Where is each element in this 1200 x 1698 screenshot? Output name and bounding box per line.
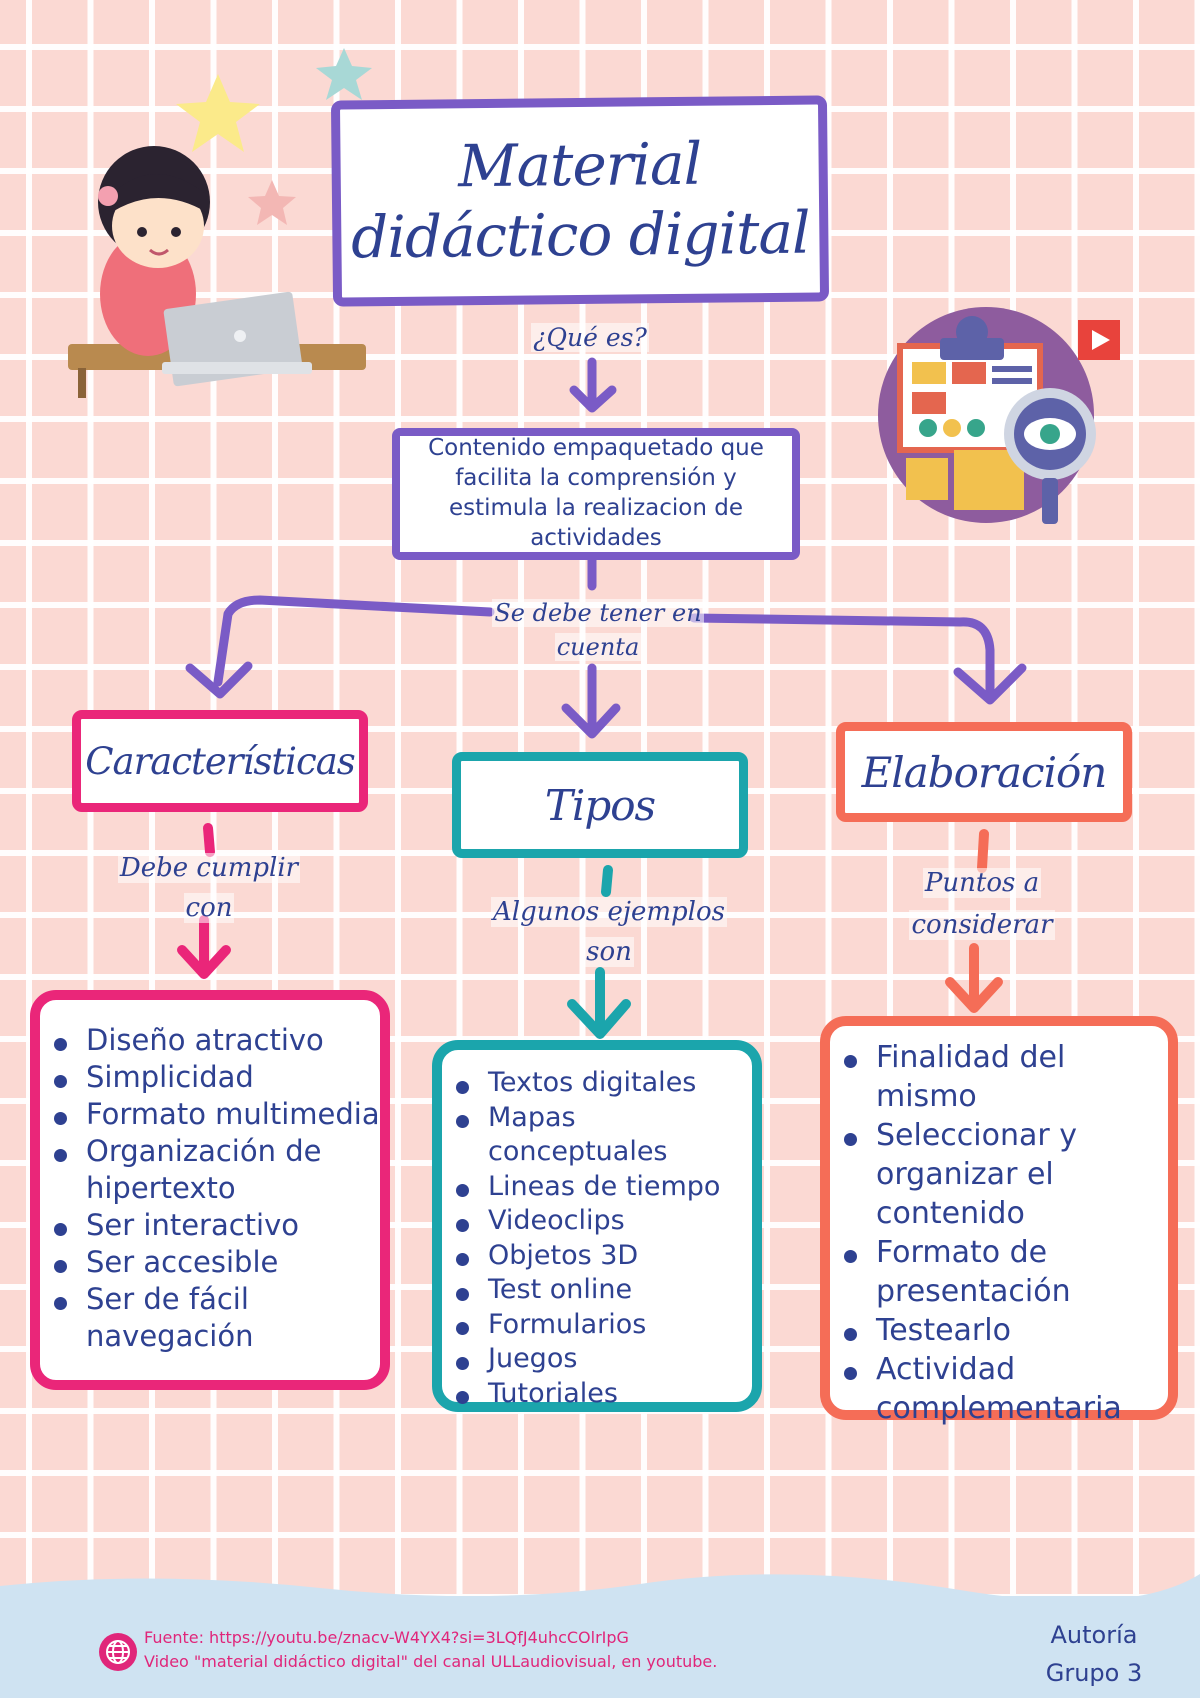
header-elaboracion: Elaboración xyxy=(836,722,1132,822)
list-item: Formato multimedia xyxy=(40,1096,380,1133)
title-line-1: Material xyxy=(457,130,702,201)
globe-icon xyxy=(99,1633,137,1671)
list-item: Organización de hipertexto xyxy=(40,1133,380,1207)
list-item: Ser de fácil navegación xyxy=(40,1281,380,1355)
page-title: Material didáctico digital xyxy=(350,129,810,273)
list-elaboracion: Finalidad del mismo Seleccionar y organi… xyxy=(830,1026,1168,1428)
connector-label-tener-en-cuenta: Se debe tener en cuenta xyxy=(492,599,704,661)
list-item: Ser accesible xyxy=(40,1244,380,1281)
list-item: Lineas de tiempo xyxy=(442,1170,752,1205)
footer-authorship: Autoría Grupo 3 xyxy=(1045,1621,1143,1687)
list-item: Tutoriales xyxy=(442,1377,752,1412)
list-item: Objetos 3D xyxy=(442,1239,752,1274)
source-description: Video "material didáctico digital" del c… xyxy=(144,1652,718,1671)
definition-box: Contenido empaquetado que facilita la co… xyxy=(392,428,800,560)
list-item: Formato de presentación xyxy=(830,1233,1168,1311)
list-item: Actividad complementaria xyxy=(830,1350,1168,1428)
title-line-2: didáctico digital xyxy=(350,198,810,272)
list-item: Test online xyxy=(442,1273,752,1308)
connector-label-debe-cumplir: Debe cumplir con xyxy=(117,853,301,923)
header-caracteristicas: Características xyxy=(72,710,368,812)
title-box: Material didáctico digital xyxy=(330,95,830,307)
list-item: Diseño atractivo xyxy=(40,1022,380,1059)
footer-source: Fuente: https://youtu.be/znacv-W4YX4?si=… xyxy=(144,1626,717,1674)
list-item: Textos digitales xyxy=(442,1066,752,1101)
list-item: Simplicidad xyxy=(40,1059,380,1096)
list-item: Seleccionar y organizar el contenido xyxy=(830,1116,1168,1233)
connector-label-que-es: ¿Qué es? xyxy=(531,323,649,352)
list-tipos: Textos digitales Mapas conceptuales Line… xyxy=(442,1050,752,1411)
list-item: Juegos xyxy=(442,1342,752,1377)
list-item: Ser interactivo xyxy=(40,1207,380,1244)
footer xyxy=(0,1596,1200,1698)
list-item: Finalidad del mismo xyxy=(830,1038,1168,1116)
source-link[interactable]: Fuente: https://youtu.be/znacv-W4YX4?si=… xyxy=(144,1628,629,1647)
definition-text: Contenido empaquetado que facilita la co… xyxy=(428,435,764,551)
header-tipos: Tipos xyxy=(452,752,748,858)
list-item: Testearlo xyxy=(830,1311,1168,1350)
list-box-elaboracion: Finalidad del mismo Seleccionar y organi… xyxy=(820,1016,1178,1426)
list-box-caracteristicas: Diseño atractivo Simplicidad Formato mul… xyxy=(30,990,390,1390)
girl-laptop-illustration xyxy=(68,48,372,398)
footer-wave xyxy=(0,1574,1200,1600)
list-item: Videoclips xyxy=(442,1204,752,1239)
content-analysis-illustration xyxy=(878,307,1120,524)
list-box-tipos: Textos digitales Mapas conceptuales Line… xyxy=(432,1040,762,1412)
list-caracteristicas: Diseño atractivo Simplicidad Formato mul… xyxy=(40,1000,380,1355)
list-item: Formularios xyxy=(442,1308,752,1343)
list-item: Mapas conceptuales xyxy=(442,1101,752,1170)
connector-label-algunos-ejemplos: Algunos ejemplos son xyxy=(491,897,727,967)
connector-label-puntos: Puntos a considerar xyxy=(909,868,1055,940)
